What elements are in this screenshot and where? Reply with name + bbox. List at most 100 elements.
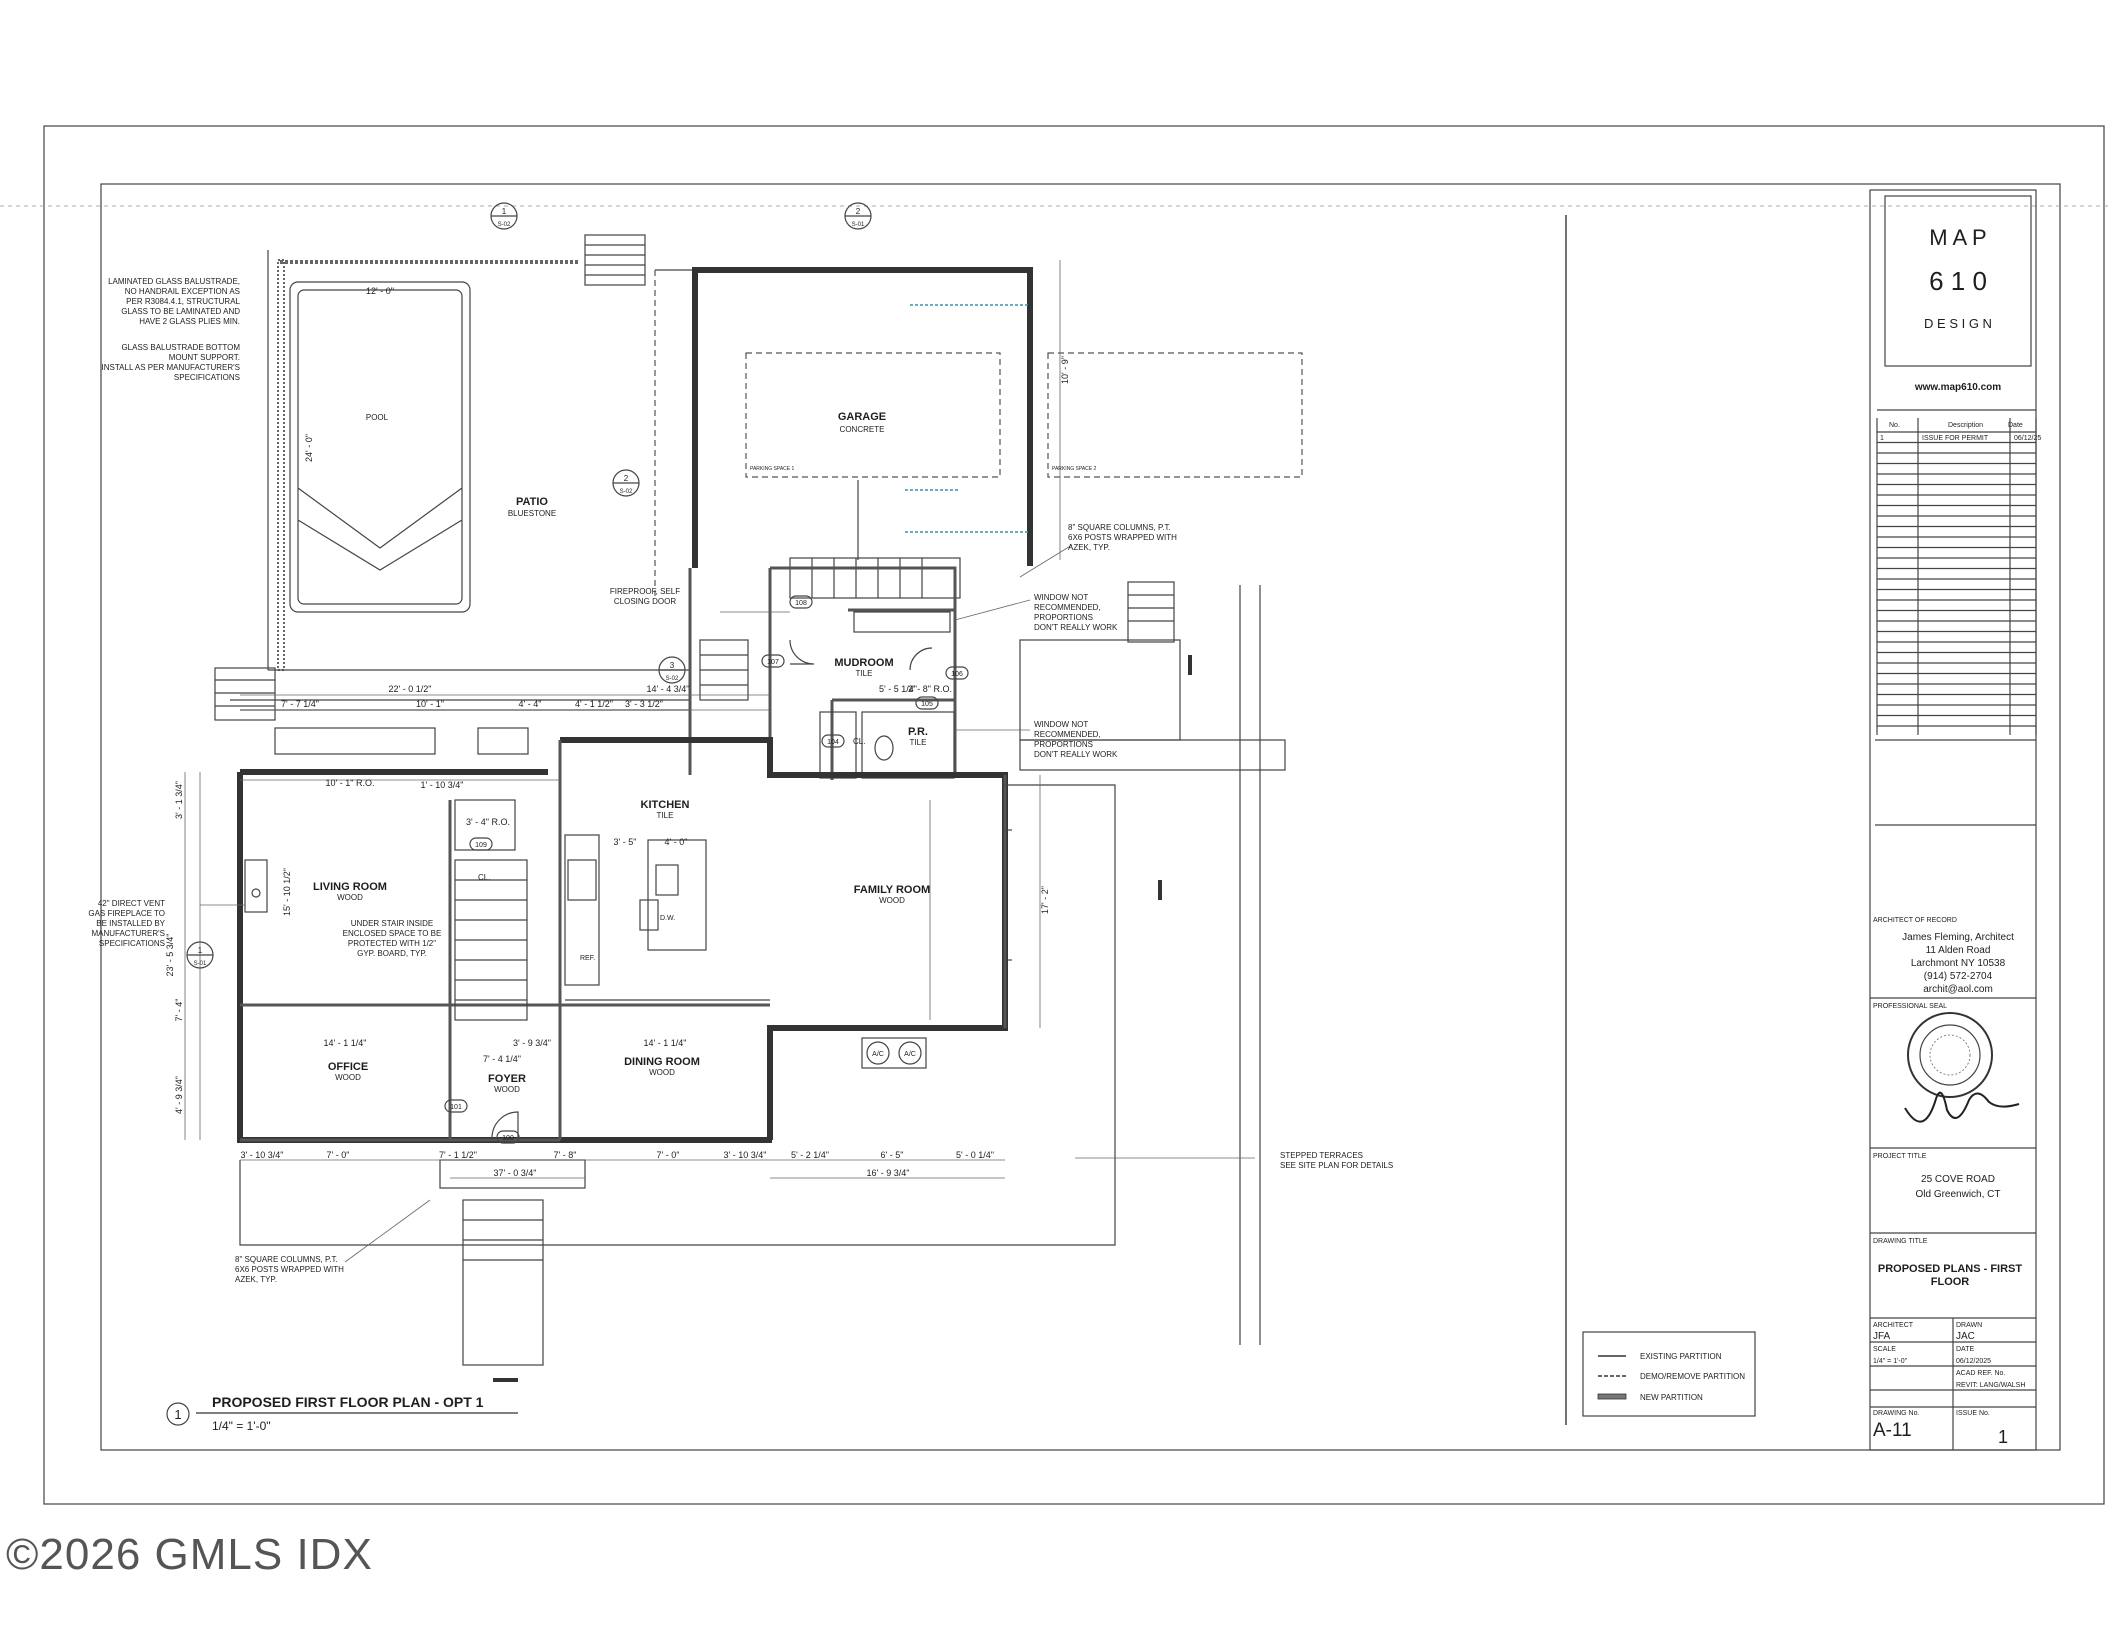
- seal-label: PROFESSIONAL SEAL: [1873, 1003, 1947, 1010]
- note-fireplace-l1: 42" DIRECT VENT: [98, 899, 165, 908]
- scale-value: 1/4" = 1'-0": [1873, 1358, 1908, 1365]
- plan-drawing: 1 S-02 2 S-01 2 S-02 3 S-02 1 S-01: [184, 202, 1303, 1382]
- note-window-2-l2: RECOMMENDED,: [1034, 730, 1101, 739]
- note-stair-l2: ENCLOSED SPACE TO BE: [343, 929, 442, 938]
- dim-din-w: 14' - 1 1/4": [644, 1038, 687, 1048]
- firm-website[interactable]: www.map610.com: [1914, 382, 2001, 393]
- note-glass-1-l1: LAMINATED GLASS BALUSTRADE,: [108, 277, 240, 286]
- legend-new: NEW PARTITION: [1640, 1393, 1703, 1402]
- legend-existing: EXISTING PARTITION: [1640, 1352, 1722, 1361]
- plan-title-number: 1: [174, 1407, 181, 1422]
- interior-walls: [240, 740, 770, 1142]
- section-marker-5: 1 S-01: [186, 941, 214, 969]
- professional-seal-icon: [1904, 1012, 2020, 1123]
- note-terraces-l2: SEE SITE PLAN FOR DETAILS: [1280, 1161, 1393, 1170]
- kitchen-counter: [564, 834, 600, 986]
- dim-mud-a: 5' - 5 1/4": [879, 684, 917, 694]
- door-swing-pr: [909, 647, 933, 671]
- dim-pool-w: 12' - 0": [366, 286, 394, 296]
- note-stair-l3: PROTECTED WITH 1/2": [348, 939, 436, 948]
- dimension-labels: 12' - 0" 24' - 0" 10' - 9" 22' - 0 1/2" …: [165, 286, 1070, 1178]
- room-patio-sub: BLUESTONE: [508, 509, 556, 518]
- section-marker-3-sheet: S-02: [620, 489, 633, 495]
- drawing-label: DRAWING TITLE: [1873, 1238, 1928, 1245]
- door-tag-101-text: 101: [450, 1104, 462, 1111]
- door-tag-100: 100: [496, 1130, 520, 1144]
- side-steps: [1127, 581, 1175, 643]
- legend-demo: DEMO/REMOVE PARTITION: [1640, 1372, 1745, 1381]
- dim-left-c: 23' - 5 3/4": [165, 934, 175, 977]
- door-tag-105-text: 105: [921, 701, 933, 708]
- drawing-no-value: A-11: [1873, 1420, 1912, 1441]
- aor-line-5[interactable]: archit@aol.com: [1923, 984, 1993, 995]
- rev-head-no: No.: [1889, 422, 1900, 429]
- dim-bot-total: 37' - 0 3/4": [494, 1168, 537, 1178]
- leader-lines: [200, 544, 1255, 1263]
- dim-foy-b: 3' - 9 3/4": [513, 1038, 551, 1048]
- garage-walls: [692, 267, 1033, 568]
- dim-patio-b: 10' - 1": [416, 699, 444, 709]
- terrace-outline: [239, 784, 1116, 1246]
- door-tag-105: 105: [915, 696, 939, 710]
- note-window-2-l3: PROPORTIONS: [1034, 740, 1093, 749]
- dim-left-a: 7' - 4": [174, 999, 184, 1022]
- note-window-2-l4: DON'T REALLY WORK: [1034, 750, 1118, 759]
- mudroom-walls: [688, 566, 957, 780]
- firm-line-3: D E S I G N: [1924, 316, 1992, 331]
- project-line-1: 25 COVE ROAD: [1921, 1174, 1995, 1185]
- door-tag-104-text: 104: [827, 739, 839, 746]
- section-marker-3-num: 2: [624, 474, 629, 483]
- dim-bot-h: 6' - 5": [881, 1150, 904, 1160]
- note-columns-bottom-l2: 6X6 POSTS WRAPPED WITH: [235, 1265, 344, 1274]
- plan-number-bubble: [166, 1402, 190, 1426]
- room-foyer: FOYER: [488, 1073, 526, 1085]
- note-ac-2: A/C: [904, 1051, 916, 1058]
- note-glass-1-l3: PER R3084.4.1, STRUCTURAL: [126, 297, 240, 306]
- room-office-sub: WOOD: [335, 1073, 361, 1082]
- note-window-1-l4: DON'T REALLY WORK: [1034, 623, 1118, 632]
- pool-enclosure: [277, 259, 285, 671]
- rev-row-date: 06/12/25: [2014, 435, 2041, 442]
- dim-bot-f: 3' - 10 3/4": [724, 1150, 767, 1160]
- door-tag-106: 106: [945, 666, 969, 680]
- section-marker-5-num: 1: [198, 946, 203, 955]
- note-columns-top-l3: AZEK, TYP.: [1068, 543, 1110, 552]
- room-office: OFFICE: [328, 1061, 368, 1073]
- drawn-label: DRAWN: [1956, 1322, 1982, 1329]
- door-swing-mudroom: [789, 639, 815, 665]
- date-label: DATE: [1956, 1346, 1974, 1353]
- room-family-sub: WOOD: [879, 896, 905, 905]
- door-tag-108: 108: [789, 595, 813, 609]
- architect-value: JFA: [1873, 1331, 1891, 1342]
- door-tag-107-text: 107: [767, 659, 779, 666]
- aor-line-1: James Fleming, Architect: [1902, 932, 2014, 943]
- plan-title: PROPOSED FIRST FLOOR PLAN - OPT 1: [212, 1394, 484, 1410]
- dim-bot-e: 7' - 0": [657, 1150, 680, 1160]
- plan-title-block: 1 PROPOSED FIRST FLOOR PLAN - OPT 1 1/4"…: [166, 1394, 518, 1433]
- dim-liv-a: 1' - 10 3/4": [421, 780, 464, 790]
- drawn-value: JAC: [1956, 1331, 1975, 1342]
- door-tag-106-text: 106: [951, 671, 963, 678]
- section-marker-2-sheet: S-01: [852, 222, 865, 228]
- note-parking-1: PARKING SPACE 1: [750, 466, 794, 472]
- door-tag-101: 101: [444, 1099, 468, 1113]
- note-window-1-l3: PROPORTIONS: [1034, 613, 1093, 622]
- dim-bot-fam: 16' - 9 3/4": [867, 1168, 910, 1178]
- note-glass-1-l5: HAVE 2 GLASS PLIES MIN.: [139, 317, 240, 326]
- section-marker-4-sheet: S-02: [666, 676, 679, 682]
- room-pr-sub: TILE: [910, 738, 927, 747]
- note-cl-1: CL.: [853, 737, 865, 746]
- note-cl-2: CL.: [478, 873, 490, 882]
- note-glass-2-l3: INSTALL AS PER MANUFACTURER'S: [102, 363, 240, 372]
- note-glass-1-l4: GLASS TO BE LAMINATED AND: [121, 307, 240, 316]
- note-columns-top-l1: 8" SQUARE COLUMNS, P.T.: [1068, 523, 1171, 532]
- room-mudroom: MUDROOM: [834, 657, 893, 669]
- door-tag-109-text: 109: [475, 842, 487, 849]
- section-marker-1-sheet: S-02: [498, 222, 511, 228]
- aor-line-2: 11 Alden Road: [1926, 945, 1991, 956]
- dim-bot-a: 3' - 10 3/4": [241, 1150, 284, 1160]
- parking-space-2: [1047, 352, 1303, 478]
- dim-bot-g: 5' - 2 1/4": [791, 1150, 829, 1160]
- note-glass-2-l4: SPECIFICATIONS: [174, 373, 240, 382]
- dim-foy-w: 7' - 4 1/4": [483, 1054, 521, 1064]
